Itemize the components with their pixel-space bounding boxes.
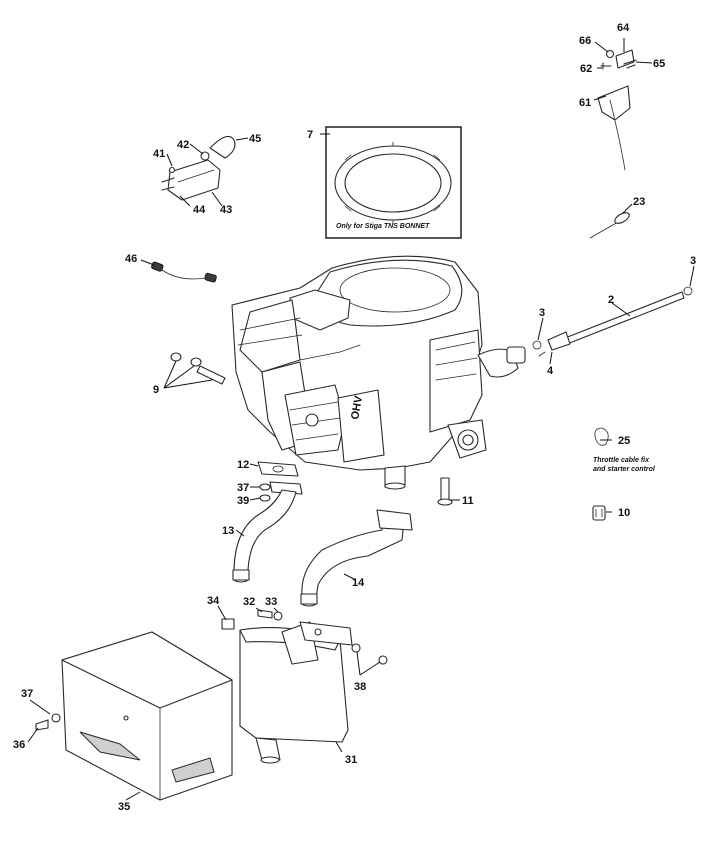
callout-66: 66: [579, 35, 591, 47]
throttle-lever-assembly: [597, 49, 637, 171]
callout-31: 31: [345, 754, 357, 766]
callout-34: 34: [207, 595, 220, 607]
callout-38: 38: [354, 681, 366, 693]
callout-62: 62: [580, 63, 592, 75]
engine: OHV: [231, 255, 526, 490]
callout-12: 12: [237, 459, 249, 471]
exhaust-gaskets: [257, 461, 303, 502]
callout-3-top: 3: [690, 255, 696, 267]
engine-badge: OHV: [349, 394, 365, 420]
clamp-10: [592, 505, 606, 521]
callout-65: 65: [653, 58, 665, 70]
callout-labels: 64 66 62 65 61 7 45 42 41 44 43 23 46 3 …: [13, 22, 696, 813]
fuel-pump: [161, 135, 236, 201]
callout-13: 13: [222, 525, 234, 537]
callout-42: 42: [177, 139, 189, 151]
fuel-line: [532, 286, 693, 357]
callout-61: 61: [579, 97, 591, 109]
callout-2: 2: [608, 294, 614, 306]
wire-46: [151, 261, 217, 283]
callout-41: 41: [153, 148, 165, 160]
callout-39: 39: [237, 495, 249, 507]
callout-9: 9: [153, 384, 159, 396]
callout-32: 32: [243, 596, 255, 608]
callout-23: 23: [633, 196, 645, 208]
leader-lines: [27, 38, 695, 801]
throttle-note-1: Throttle cable fix: [593, 457, 650, 464]
stiga-note: Only for Stiga TNS BONNET: [336, 223, 430, 230]
callout-3: 3: [539, 307, 545, 319]
callout-46: 46: [125, 253, 137, 265]
callout-64: 64: [617, 22, 630, 34]
callout-25: 25: [618, 435, 630, 447]
callout-45: 45: [249, 133, 261, 145]
callout-44: 44: [193, 204, 206, 216]
callout-37-upper: 37: [237, 482, 249, 494]
callout-37-lower: 37: [21, 688, 33, 700]
part-23: [589, 212, 630, 239]
callout-43: 43: [220, 204, 232, 216]
inset-stiga-bonnet: Only for Stiga TNS BONNET: [325, 126, 462, 239]
pipe-13: [232, 489, 297, 583]
bolt-11: [437, 477, 453, 506]
studs-9: [170, 352, 226, 385]
pipe-14: [300, 509, 413, 607]
callout-36: 36: [13, 739, 25, 751]
callout-10: 10: [618, 507, 630, 519]
clip-25: [594, 427, 609, 446]
callout-33: 33: [265, 596, 277, 608]
callout-11: 11: [462, 495, 474, 507]
callout-35: 35: [118, 801, 130, 813]
callout-7: 7: [307, 129, 313, 141]
callout-4: 4: [547, 365, 554, 377]
screws-36-37: [35, 713, 61, 731]
callout-14: 14: [352, 577, 365, 589]
heat-shield: [61, 631, 233, 801]
throttle-note-2: and starter control: [593, 466, 656, 473]
